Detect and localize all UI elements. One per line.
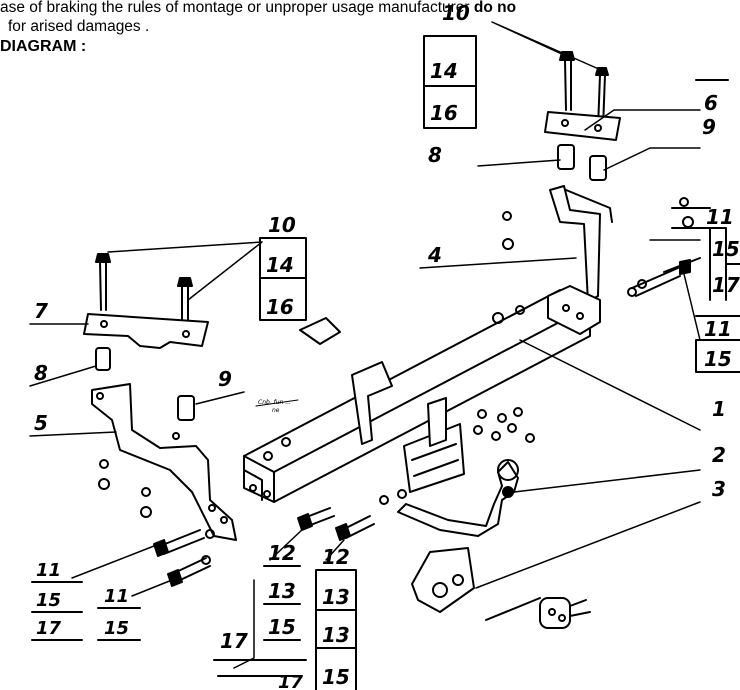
plate-part-6 bbox=[544, 109, 701, 141]
intro-text-prefix: ase of braking the rules of montage or u… bbox=[0, 0, 474, 16]
callout-15-d: 15 bbox=[104, 618, 129, 639]
callout-17-a: 17 bbox=[712, 273, 740, 297]
socket-plate-part-3 bbox=[411, 501, 701, 629]
bolts-bottom-center bbox=[233, 489, 407, 669]
diagram-heading: DIAGRAM : bbox=[0, 38, 87, 55]
callout-6: 6 bbox=[704, 91, 718, 115]
callout-11-a: 11 bbox=[706, 205, 734, 229]
callout-14-left: 14 bbox=[266, 253, 294, 277]
plate-part-7 bbox=[29, 313, 209, 349]
callout-15-c: 15 bbox=[36, 590, 61, 611]
callout-4: 4 bbox=[427, 243, 442, 267]
callout-3: 3 bbox=[712, 477, 726, 501]
bracket-part-5 bbox=[29, 383, 237, 541]
crossbar-part-1 bbox=[243, 285, 701, 503]
callout-11-c: 11 bbox=[36, 560, 61, 581]
callout-10-top: 10 bbox=[442, 1, 470, 25]
callout-17-c: 17 bbox=[36, 618, 62, 639]
callout-13-a: 13 bbox=[268, 579, 296, 603]
nuts-near-crossbar bbox=[263, 317, 341, 461]
callout-11-b: 11 bbox=[704, 317, 732, 341]
callout-10-left: 10 bbox=[268, 213, 296, 237]
intro-text-line-2: for arised damages . bbox=[8, 18, 150, 35]
callout-1: 1 bbox=[712, 397, 726, 421]
callout-13-c: 13 bbox=[322, 623, 350, 647]
callout-8-left: 8 bbox=[34, 361, 48, 385]
bolts-left bbox=[95, 241, 263, 341]
callout-13-b: 13 bbox=[322, 585, 350, 609]
callout-2: 2 bbox=[712, 443, 726, 467]
callout-17-f: 17 bbox=[278, 672, 304, 690]
callout-12-b: 12 bbox=[322, 545, 350, 569]
callout-rules bbox=[31, 35, 740, 690]
bolts-top-right bbox=[491, 21, 609, 129]
handwritten-note-2: ne bbox=[272, 407, 280, 414]
callout-5: 5 bbox=[34, 411, 48, 435]
note-leader-line bbox=[255, 399, 299, 407]
callout-15-b: 15 bbox=[704, 347, 732, 371]
callout-16-top: 16 bbox=[430, 101, 458, 125]
bracket-part-4 bbox=[419, 185, 694, 303]
callout-15-e: 15 bbox=[268, 615, 296, 639]
hitch-mount bbox=[403, 397, 535, 493]
callout-12-a: 12 bbox=[268, 541, 296, 565]
callout-16-left: 16 bbox=[266, 295, 294, 319]
callout-14-top: 14 bbox=[430, 59, 458, 83]
callout-numbers: 10 14 16 8 6 9 4 11 15 17 11 15 1 2 3 10… bbox=[34, 1, 740, 690]
callout-15-f: 15 bbox=[322, 665, 350, 689]
spacers-top bbox=[477, 144, 701, 181]
intro-text-bold: do no bbox=[473, 0, 517, 16]
callout-9-left: 9 bbox=[218, 367, 232, 391]
tow-ball-part-2 bbox=[397, 459, 701, 537]
intro-text-line-1: ase of braking the rules of montage or u… bbox=[0, 0, 516, 17]
bolts-right-side bbox=[627, 239, 701, 341]
callout-8-top: 8 bbox=[428, 143, 442, 167]
handwritten-note-1: Cnb. fun ... bbox=[258, 399, 291, 406]
callout-17-e: 17 bbox=[220, 629, 248, 653]
callout-9-top: 9 bbox=[702, 115, 716, 139]
callout-15-a: 15 bbox=[712, 237, 740, 261]
bolts-bottom-left bbox=[71, 529, 215, 597]
spacers-left bbox=[29, 347, 245, 421]
callout-11-d: 11 bbox=[104, 586, 129, 607]
callout-7: 7 bbox=[34, 299, 48, 323]
